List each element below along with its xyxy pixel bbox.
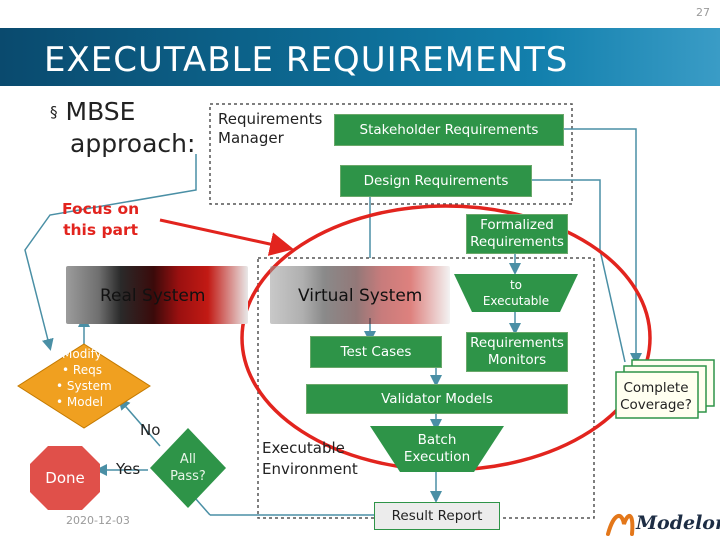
- design-requirements-box: Design Requirements: [340, 165, 532, 197]
- modelon-logo-text: Modelon: [636, 512, 720, 534]
- modelon-logo-mark: [606, 514, 635, 536]
- to-exec-line1: to: [509, 278, 523, 292]
- no-label: No: [140, 421, 161, 439]
- test-cases-label: Test Cases: [340, 343, 412, 360]
- bullet-marker: §: [50, 103, 58, 121]
- batch-execution-shape: [370, 426, 504, 472]
- validator-models-label: Validator Models: [381, 390, 493, 407]
- stakeholder-requirements-label: Stakeholder Requirements: [359, 121, 539, 138]
- formalized-line1: Formalized: [480, 217, 554, 233]
- coverage-line2: Coverage?: [620, 397, 692, 413]
- modify-item-1-text: Reqs: [72, 363, 102, 377]
- done-text: Done: [45, 468, 85, 487]
- virtual-system-label: Virtual System: [298, 286, 423, 306]
- title-banner: [0, 28, 720, 86]
- page-number: 27: [696, 6, 710, 19]
- focus-label: Focus on this part: [62, 199, 139, 241]
- all-pass-line1: All: [179, 452, 197, 467]
- design-requirements-label: Design Requirements: [363, 172, 509, 189]
- all-pass-line2: Pass?: [170, 469, 206, 484]
- modify-item-2: • System: [56, 379, 112, 393]
- modify-item-1: • Reqs: [62, 363, 102, 377]
- result-report-box: Result Report: [374, 502, 500, 530]
- exec-env-line1: Executable: [262, 439, 345, 457]
- done-label: Done: [30, 446, 100, 510]
- modify-item-3-text: Model: [66, 395, 103, 409]
- requirements-manager-frame: [209, 103, 573, 205]
- modelon-logo: Modelon: [604, 508, 720, 542]
- result-report-label: Result Report: [391, 507, 483, 524]
- yes-label: Yes: [116, 460, 141, 478]
- coverage-line1: Complete: [623, 380, 689, 396]
- formalized-line2: Requirements: [470, 234, 564, 250]
- req-monitors-line2: Monitors: [487, 352, 547, 368]
- coverage-stack: [615, 371, 699, 419]
- modify-title: Modify: [62, 347, 102, 361]
- bullet-mbse: § MBSE approach:: [50, 96, 195, 159]
- focus-line1: Focus on: [62, 200, 140, 218]
- done-octagon: [30, 446, 100, 510]
- bullet-line2: approach:: [70, 129, 196, 158]
- focus-line2: this part: [63, 221, 139, 239]
- test-cases-box: Test Cases: [310, 336, 442, 368]
- bullet-line1: MBSE: [65, 97, 136, 126]
- batch-line2: Execution: [403, 449, 471, 465]
- complete-coverage-label: Complete Coverage?: [616, 380, 696, 414]
- real-system-image: [66, 266, 248, 324]
- reqmgr-line1: Requirements: [218, 110, 323, 128]
- to-executable-shape: [454, 274, 578, 312]
- executable-environment-label: Executable Environment: [262, 438, 358, 480]
- virtual-system-image: [270, 266, 450, 324]
- to-exec-line2: Executable: [482, 294, 550, 308]
- real-system-label: Real System: [100, 286, 206, 306]
- stakeholder-requirements-box: Stakeholder Requirements: [334, 114, 564, 146]
- modify-item-2-text: System: [66, 379, 112, 393]
- date-label: 2020-12-03: [66, 514, 130, 527]
- modify-diamond: [17, 343, 151, 429]
- modify-text: Modify • Reqs • System • Model: [46, 346, 130, 410]
- exec-env-line2: Environment: [262, 460, 358, 478]
- modify-item-3: • Model: [56, 395, 103, 409]
- reqmgr-line2: Manager: [218, 129, 284, 147]
- req-monitors-line1: Requirements: [470, 335, 564, 351]
- batch-line1: Batch: [417, 432, 457, 448]
- all-pass-diamond: [150, 428, 226, 508]
- validator-models-box: Validator Models: [306, 384, 568, 414]
- requirements-manager-label: Requirements Manager: [218, 110, 322, 148]
- slide-title: EXECUTABLE REQUIREMENTS: [44, 40, 569, 80]
